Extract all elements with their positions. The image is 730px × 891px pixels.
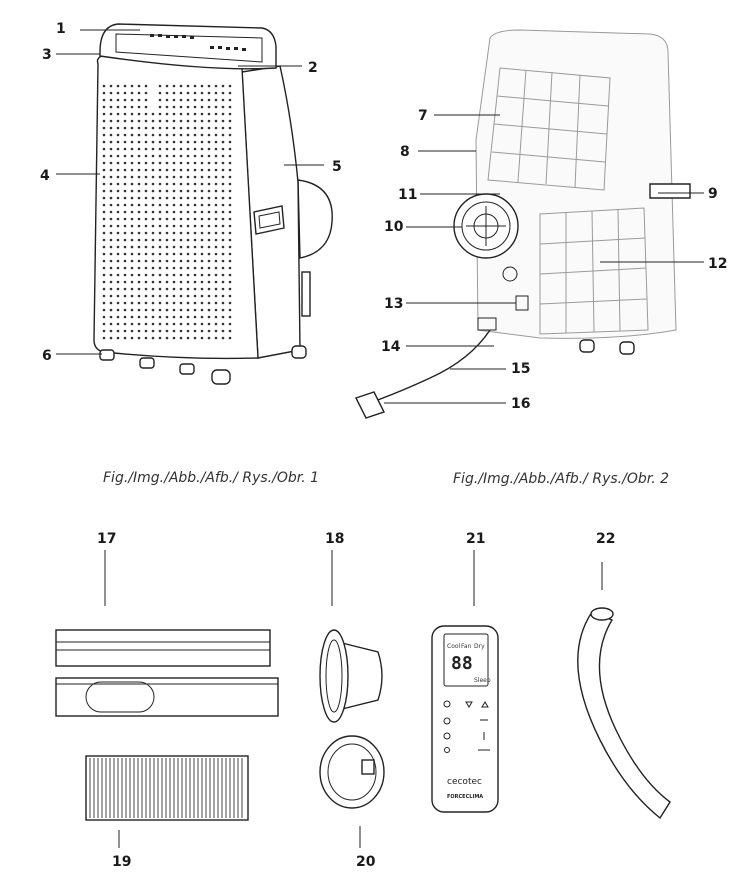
arrow-down-icon[interactable] [465,701,473,708]
hose-end [590,607,614,621]
remote-lcd [443,633,489,687]
label-7: 7 [418,108,428,124]
unit-front-body [93,55,259,360]
slider-panel-top [55,629,271,667]
label-2: 2 [308,60,318,76]
swing-icon[interactable] [443,732,451,740]
label-6: 6 [42,348,52,364]
adapter-flange [319,629,349,723]
timer-icon[interactable] [443,717,451,725]
upper-filter-mesh [491,69,609,188]
hose-connector [319,735,385,848]
figure-2-rear-view [355,29,691,419]
control-buttons [150,34,246,51]
label-21: 21 [466,531,485,547]
remote-mode-dry: Dry [474,643,485,650]
lower-filter-mesh [539,209,648,333]
remote-mode-fan: Fan [461,643,472,650]
remote-sleep-label: Sleep [474,677,491,684]
lower-filter [539,207,649,335]
side-connector [301,271,311,317]
label-4: 4 [40,168,50,184]
filter-frame [85,755,249,821]
figure-1-front-view [93,23,333,385]
rear-handle [649,183,691,199]
slider-hose-opening [85,681,155,713]
bottom-drain [477,317,497,331]
drain-port [502,266,518,282]
remote-brand: cecotec [447,777,482,787]
fig2-leaders [384,114,704,404]
label-10: 10 [384,219,404,235]
label-5: 5 [332,159,342,175]
remote-control: Cool Fan Dry 88 Sleep cecotec FORCECLIMA [431,550,499,813]
label-20: 20 [356,854,376,870]
front-grille [102,84,232,340]
exhaust-hose [577,562,671,820]
window-adapter [319,550,383,723]
caption-figure-1: Fig./Img./Abb./Afb./ Rys./Obr. 1 [103,470,319,486]
label-12: 12 [708,256,727,272]
label-13: 13 [384,296,403,312]
label-19: 19 [112,854,131,870]
remote-mode-cool: Cool [447,643,461,650]
connector-clip [361,759,375,775]
label-17: 17 [97,531,116,547]
power-icon[interactable] [443,700,451,708]
connector-ring [319,735,385,809]
label-9: 9 [708,186,718,202]
label-22: 22 [596,531,615,547]
caption-figure-2: Fig./Img./Abb./Afb./ Rys./Obr. 2 [453,471,669,487]
label-1: 1 [56,21,66,37]
label-11: 11 [398,187,417,203]
remote-temp-digits: 88 [451,653,473,674]
remote-body [431,625,499,813]
adapter-tube [337,641,383,711]
power-plug [355,391,385,419]
label-14: 14 [381,339,401,355]
label-15: 15 [511,361,530,377]
exhaust-outlet [297,179,333,259]
fig1-leaders [56,29,324,355]
arrow-up-icon[interactable] [481,701,489,708]
label-18: 18 [325,531,344,547]
window-kit-slider [55,550,279,717]
hose-body [577,611,671,820]
part-labels: 1 2 3 4 5 6 7 8 9 10 11 12 13 14 15 16 1… [40,21,727,870]
label-3: 3 [42,47,52,63]
label-8: 8 [400,144,410,160]
sleep-icon[interactable] [444,747,450,753]
unit-rear-body [475,29,677,339]
label-16: 16 [511,396,530,412]
wheels [99,345,307,385]
air-filter-19 [85,755,249,848]
upper-filter [487,67,611,191]
filter-pleats [89,758,243,818]
remote-model: FORCECLIMA [447,794,483,800]
